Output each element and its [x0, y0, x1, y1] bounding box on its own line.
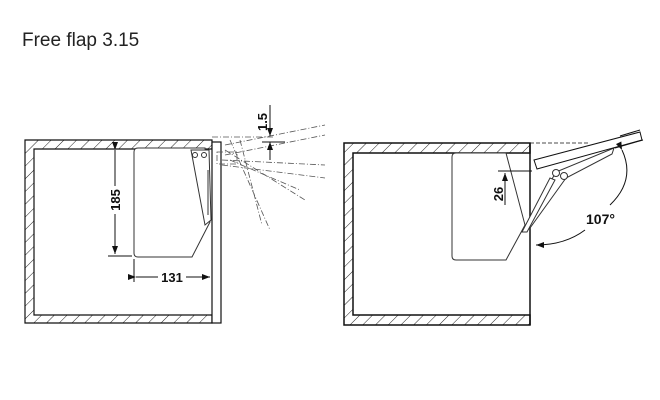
dim-26: [498, 170, 532, 205]
closed-mechanism: [133, 147, 212, 258]
dim-107-arc: [535, 141, 628, 248]
dim-1.5: [262, 105, 285, 160]
dim-185: [107, 142, 132, 257]
dim-131: [128, 259, 210, 284]
open-mechanism: [451, 147, 615, 261]
dim-depth-label: 131: [161, 270, 183, 285]
open-flap: [533, 129, 644, 170]
open-cabinet: [343, 142, 590, 326]
dim-height-label: 185: [108, 189, 123, 211]
dim-offset-label: 1.5: [255, 113, 270, 131]
closed-cabinet: [24, 139, 222, 324]
page-title: Free flap 3.15: [22, 30, 140, 51]
dim-angle-label: 107°: [586, 211, 615, 227]
closed-flap-swing-lines: [212, 124, 326, 231]
dim-gap-label: 26: [491, 187, 506, 201]
